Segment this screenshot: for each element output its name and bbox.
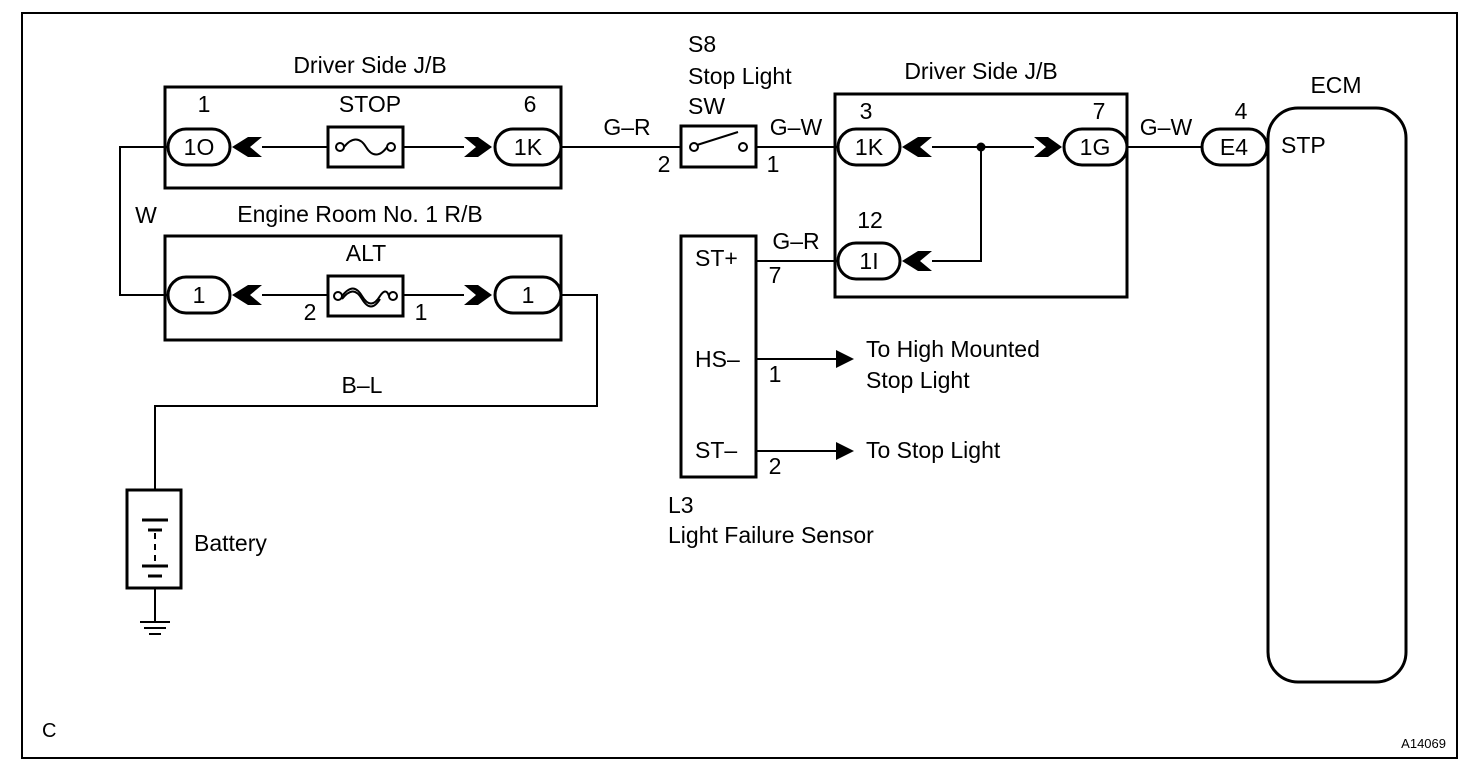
connector-e4 [1200, 127, 1269, 167]
sensor-pin-1: 1 [769, 361, 782, 387]
rb-engine-fuse-label: ALT [346, 240, 386, 266]
battery-label: Battery [194, 530, 267, 556]
switch-name-line1: Stop Light [688, 63, 792, 89]
connector-rb-right-label: 1 [522, 282, 535, 308]
jb-top-left-pin-1: 1 [198, 91, 211, 117]
sensor-st-plus: ST+ [695, 245, 738, 271]
rb-engine-title: Engine Room No. 1 R/B [237, 201, 482, 227]
sensor-pin-7: 7 [769, 262, 782, 288]
sensor-hs-minus: HS– [695, 346, 740, 372]
diagram-frame [21, 12, 1458, 759]
chevron-left-icon [232, 137, 262, 157]
light-failure-sensor-box [679, 234, 758, 479]
connector-rb-left [166, 275, 232, 315]
switch-name-line2: SW [688, 93, 725, 119]
wire-w-label: W [135, 202, 157, 228]
connector-1k-right-label: 1K [855, 134, 884, 160]
to-stop-light: To Stop Light [866, 437, 1001, 463]
sensor-name: Light Failure Sensor [668, 522, 874, 548]
switch-pin-2: 2 [658, 151, 671, 177]
corner-label: C [42, 720, 56, 742]
connector-1i-label: 1I [859, 248, 878, 274]
switch-pin-1: 1 [767, 151, 780, 177]
ecm-pin-4: 4 [1235, 98, 1248, 124]
jb-right-title: Driver Side J/B [904, 58, 1057, 84]
jb-right-box [833, 92, 1129, 299]
chevron-left-icon [232, 285, 262, 305]
to-high-mounted-line1: To High Mounted [866, 336, 1040, 362]
connector-1o-label: 1O [184, 134, 215, 160]
wire-bl-label: B–L [342, 372, 383, 398]
figure-code: A14069 [1401, 736, 1446, 751]
connector-rb-left-label: 1 [193, 282, 206, 308]
jb-right-pin-3: 3 [860, 98, 873, 124]
to-high-mounted-line2: Stop Light [866, 367, 970, 393]
jb-right-pin-12: 12 [857, 207, 883, 233]
sensor-pin-2: 2 [769, 453, 782, 479]
chevron-right-icon [464, 285, 492, 305]
ecm-box [1266, 106, 1408, 684]
ecm-title: ECM [1310, 72, 1361, 98]
wire-gw-right-label: G–W [1140, 114, 1193, 140]
jb-top-left-pin-6: 6 [524, 91, 537, 117]
chevron-right-icon [1034, 137, 1062, 157]
connector-1k-left-label: 1K [514, 134, 543, 160]
jb-top-left-title: Driver Side J/B [293, 52, 446, 78]
chevron-right-icon [464, 137, 492, 157]
ground-icon [140, 621, 170, 635]
arrow-right-icon [836, 442, 854, 460]
connector-e4-label: E4 [1220, 134, 1248, 160]
jb-top-left-fuse-label: STOP [339, 91, 401, 117]
jb-right-pin-7: 7 [1093, 98, 1106, 124]
sensor-code: L3 [668, 492, 694, 518]
wire-gw-left-label: G–W [770, 114, 823, 140]
arrow-right-icon [836, 350, 854, 368]
alt-fusible-link [326, 274, 405, 318]
connector-1k-right [836, 127, 902, 167]
alt-pin-2: 2 [304, 299, 317, 325]
connector-1g-label: 1G [1080, 134, 1111, 160]
chevron-left-icon [902, 137, 932, 157]
stop-light-switch [679, 124, 758, 169]
sensor-st-minus: ST– [695, 437, 737, 463]
wire-gr-top-label: G–R [603, 114, 650, 140]
ecm-terminal-stp: STP [1281, 132, 1326, 158]
jb-top-left-box [163, 85, 563, 190]
alt-pin-1: 1 [415, 299, 428, 325]
wire-gr-mid-label: G–R [772, 228, 819, 254]
switch-code: S8 [688, 31, 716, 57]
chevron-left-icon [902, 251, 932, 271]
